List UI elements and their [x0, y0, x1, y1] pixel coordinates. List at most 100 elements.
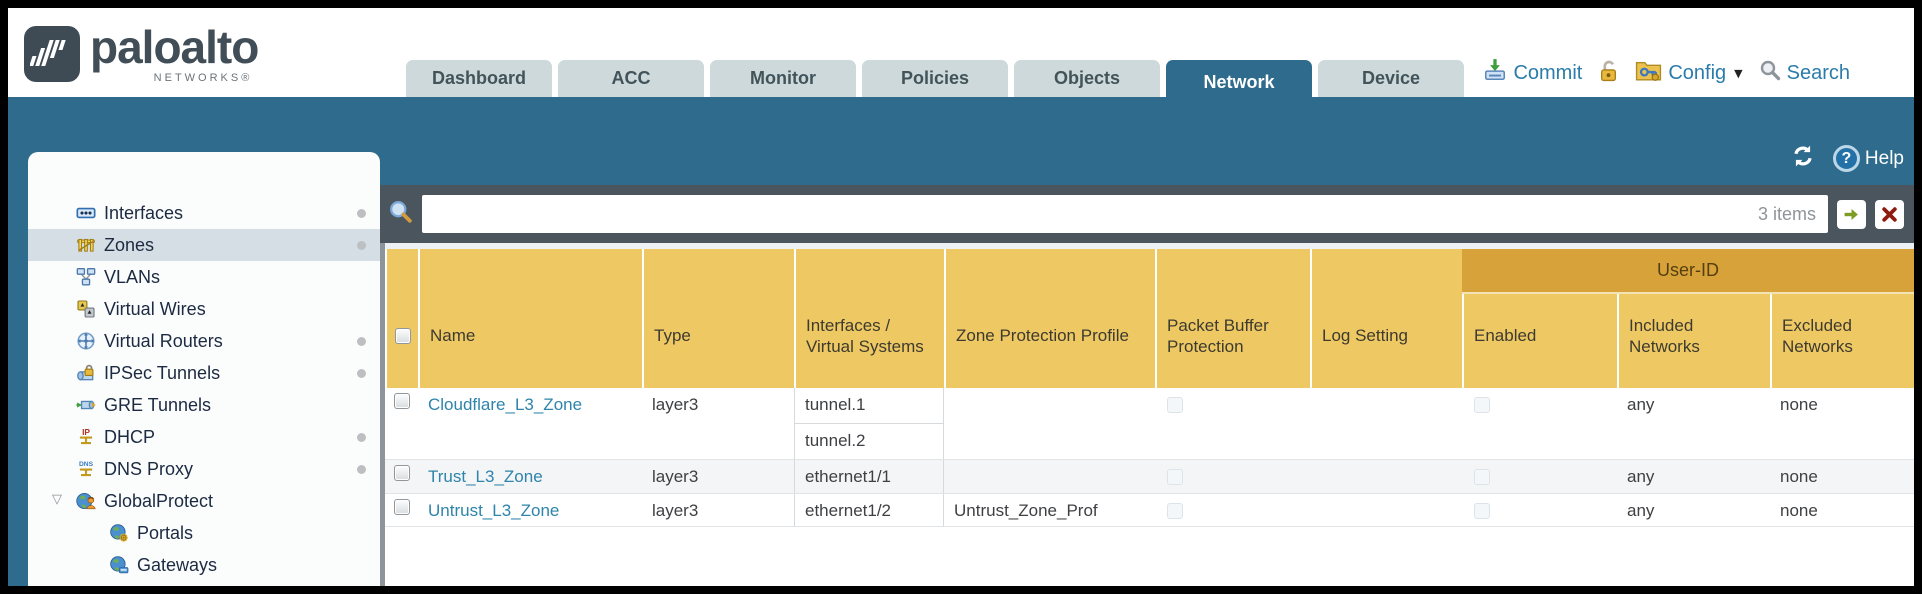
commit-icon [1483, 58, 1507, 88]
col-header-enabled[interactable]: Enabled [1462, 249, 1617, 388]
apply-filter-button[interactable] [1837, 199, 1866, 229]
table-row: Untrust_L3_Zone layer3 ethernet1/2 Untru… [385, 494, 1914, 527]
dhcp-icon: IP [76, 427, 96, 447]
network-sidebar: Interfaces Zones [28, 152, 380, 586]
col-header-interfaces[interactable]: Interfaces / Virtual Systems [794, 249, 944, 388]
sidebar-item-gateways[interactable]: Gateways [28, 549, 380, 581]
globalprotect-icon [76, 491, 96, 511]
tab-monitor[interactable]: Monitor [710, 60, 856, 97]
table-left-edge [380, 243, 385, 586]
filter-toolbar: 3 items [380, 185, 1914, 243]
config-menu[interactable]: Config ▼ [1635, 59, 1743, 88]
user-id-enabled-checkbox [1474, 503, 1490, 519]
zone-name-link[interactable]: Trust_L3_Zone [428, 467, 543, 486]
zones-icon [76, 235, 96, 255]
zone-name-link[interactable]: Cloudflare_L3_Zone [428, 395, 583, 414]
svg-text:IP: IP [82, 427, 90, 437]
sidebar-item-virtual-wires[interactable]: Virtual Wires [28, 293, 380, 325]
main-nav-tabs: Dashboard ACC Monitor Policies Objects N… [406, 60, 1464, 105]
zones-content: 3 items User-ID Nam [380, 185, 1914, 586]
tab-acc[interactable]: ACC [558, 60, 704, 97]
left-margin-strip [8, 185, 28, 586]
portals-icon [109, 523, 129, 543]
sidebar-item-virtual-routers[interactable]: Virtual Routers [28, 325, 380, 357]
submenu-dot [357, 465, 366, 474]
virtual-routers-icon [76, 331, 96, 351]
table-row: Cloudflare_L3_Zone layer3 tunnel.1 tunne… [385, 388, 1914, 460]
interface-cell: ethernet1/2 [805, 501, 892, 520]
interface-cell: tunnel.2 [805, 431, 866, 450]
clear-filter-button[interactable] [1875, 199, 1904, 229]
secondary-band: ? Help [8, 97, 1914, 185]
refresh-icon[interactable] [1789, 144, 1817, 173]
table-header: User-ID Name Type Interfaces / Virtual S… [385, 249, 1914, 388]
col-header-packet-buffer-protection[interactable]: Packet Buffer Protection [1155, 249, 1310, 388]
filter-input[interactable] [422, 195, 1828, 233]
dns-proxy-icon: DNS [76, 459, 96, 479]
zones-table: User-ID Name Type Interfaces / Virtual S… [385, 243, 1914, 527]
global-search-button[interactable]: Search [1759, 59, 1850, 87]
packet-buffer-checkbox [1167, 503, 1183, 519]
sidebar-item-globalprotect[interactable]: ▽ GlobalProtect [52, 490, 214, 511]
brand-sub: NETWORKS® [153, 72, 253, 84]
interfaces-icon [76, 203, 96, 223]
col-header-log-setting[interactable]: Log Setting [1310, 249, 1462, 388]
commit-button[interactable]: Commit [1483, 58, 1582, 88]
gateways-icon [109, 555, 129, 575]
help-button[interactable]: ? Help [1832, 145, 1904, 172]
sidebar-item-ipsec-tunnels[interactable]: IPSec Tunnels [28, 357, 380, 389]
virtual-wires-icon [76, 299, 96, 319]
col-header-name[interactable]: Name [418, 249, 642, 388]
filter-input-wrap: 3 items [422, 195, 1828, 233]
lock-icon[interactable] [1598, 59, 1619, 88]
gre-tunnels-icon [76, 395, 96, 415]
sidebar-item-portals[interactable]: Portals [28, 517, 380, 549]
sidebar-item-gre-tunnels[interactable]: GRE Tunnels [28, 389, 380, 421]
chevron-down-icon: ▼ [1734, 66, 1743, 80]
tab-device[interactable]: Device [1318, 60, 1464, 97]
col-header-included-networks[interactable]: Included Networks [1617, 249, 1770, 388]
sidebar-item-dhcp[interactable]: IP DHCP [28, 421, 380, 453]
packet-buffer-checkbox [1167, 397, 1183, 413]
tab-objects[interactable]: Objects [1014, 60, 1160, 97]
vlans-icon [76, 267, 96, 287]
row-checkbox[interactable] [393, 393, 410, 409]
panos-web-ui: paloalto NETWORKS® Dashboard ACC Monitor… [8, 8, 1914, 586]
tab-policies[interactable]: Policies [862, 60, 1008, 97]
user-id-group-header: User-ID [1462, 249, 1914, 294]
filter-search-icon [388, 199, 413, 229]
tab-network[interactable]: Network [1166, 60, 1312, 105]
select-all-checkbox[interactable] [394, 327, 411, 344]
sidebar-item-dns-proxy[interactable]: DNS DNS Proxy [28, 453, 380, 485]
user-id-enabled-checkbox [1474, 397, 1490, 413]
interface-cell: tunnel.1 [795, 388, 943, 424]
col-header-excluded-networks[interactable]: Excluded Networks [1770, 249, 1914, 388]
svg-text:DNS: DNS [79, 461, 94, 468]
packet-buffer-checkbox [1167, 469, 1183, 485]
collapse-triangle-icon[interactable]: ▽ [52, 492, 62, 507]
ipsec-tunnels-icon [76, 363, 96, 383]
paloalto-logo-icon [24, 26, 80, 82]
zone-name-link[interactable]: Untrust_L3_Zone [428, 501, 560, 520]
col-header-zone-protection-profile[interactable]: Zone Protection Profile [944, 249, 1155, 388]
row-checkbox[interactable] [393, 465, 410, 481]
help-icon: ? [1832, 145, 1860, 172]
sidebar-item-interfaces[interactable]: Interfaces [28, 197, 380, 229]
submenu-dot [357, 369, 366, 378]
header-actions: Commit Config [1483, 58, 1850, 88]
user-id-enabled-checkbox [1474, 469, 1490, 485]
submenu-dot [357, 337, 366, 346]
sidebar-item-vlans[interactable]: VLANs [28, 261, 380, 293]
tab-dashboard[interactable]: Dashboard [406, 60, 552, 97]
sidebar-item-zones[interactable]: Zones [28, 229, 380, 261]
row-checkbox[interactable] [393, 499, 410, 515]
submenu-dot [357, 241, 366, 250]
submenu-dot [357, 433, 366, 442]
app-header: paloalto NETWORKS® Dashboard ACC Monitor… [8, 8, 1914, 105]
config-icon [1635, 59, 1662, 88]
col-header-type[interactable]: Type [642, 249, 794, 388]
submenu-dot [357, 209, 366, 218]
paloalto-logo: paloalto NETWORKS® [24, 20, 259, 84]
brand-name: paloalto [90, 21, 259, 73]
